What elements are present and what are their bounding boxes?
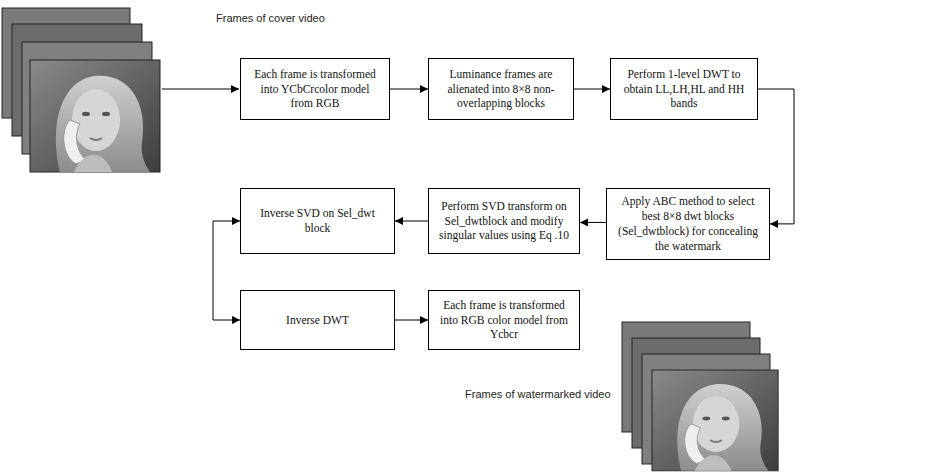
process-box: Perform SVD transform on Sel_dwtblock an… (428, 188, 580, 254)
flow-arrow (395, 221, 428, 222)
flow-arrow (390, 89, 428, 90)
box-text: Luminance frames are alienated into 8×8 … (436, 67, 566, 112)
process-box: Apply ABC method to select best 8×8 dwt … (606, 188, 770, 260)
process-box: Each frame is transformed into YCbCrcolo… (240, 58, 390, 120)
figure-label: Frames of cover video (216, 12, 325, 24)
box-text: Perform SVD transform on Sel_dwtblock an… (436, 199, 572, 244)
flow-arrow (213, 221, 240, 320)
figure-label: Frames of watermarked video (465, 388, 611, 400)
box-text: Inverse DWT (286, 313, 349, 328)
process-box: Perform 1-level DWT to obtain LL,LH,HL a… (610, 58, 758, 120)
box-text: Inverse SVD on Sel_dwt block (248, 206, 387, 236)
flow-arrow (574, 89, 610, 90)
process-box: Inverse SVD on Sel_dwt block (240, 188, 395, 254)
box-text: Perform 1-level DWT to obtain LL,LH,HL a… (618, 67, 750, 112)
box-text: Each frame is transformed into YCbCrcolo… (248, 67, 382, 112)
box-text: Apply ABC method to select best 8×8 dwt … (614, 194, 762, 254)
flow-arrow (580, 222, 606, 223)
process-box: Inverse DWT (240, 290, 395, 350)
process-box: Luminance frames are alienated into 8×8 … (428, 58, 574, 120)
box-text: Each frame is transformed into RGB color… (436, 298, 572, 343)
flow-arrow (395, 320, 428, 321)
process-box: Each frame is transformed into RGB color… (428, 290, 580, 350)
